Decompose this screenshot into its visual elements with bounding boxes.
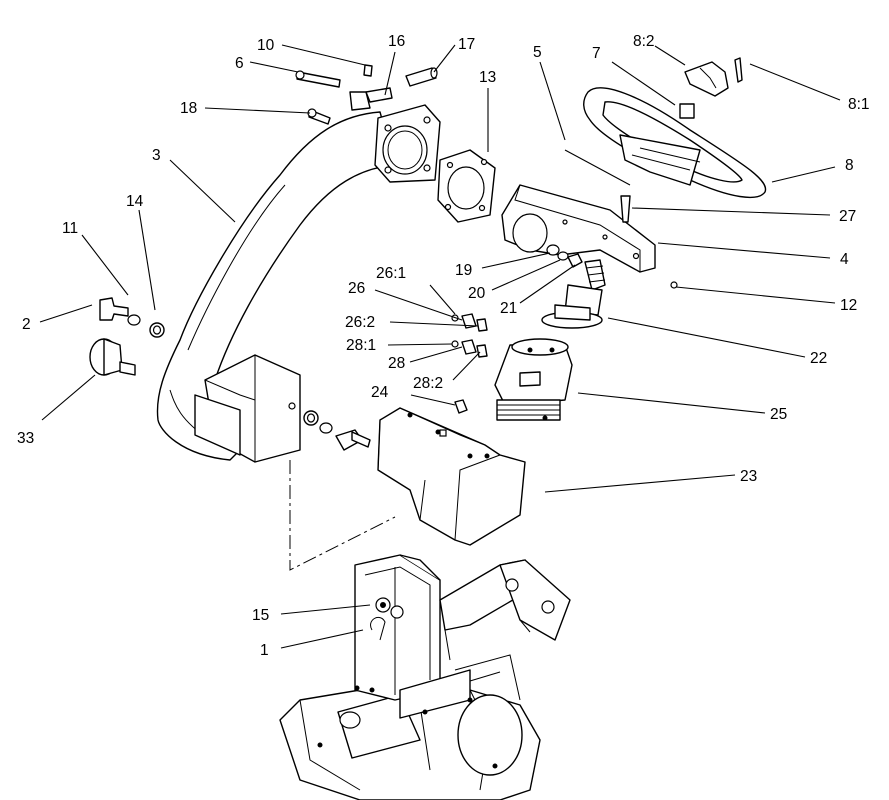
wheel-cap bbox=[684, 61, 729, 97]
callout-21: 21 bbox=[500, 300, 517, 317]
callout-3: 3 bbox=[152, 147, 161, 164]
callout-25: 25 bbox=[770, 406, 787, 423]
callout-28-1: 28:1 bbox=[346, 337, 376, 354]
tube-bolt-set bbox=[303, 410, 371, 451]
callout-12: 12 bbox=[840, 297, 857, 314]
screw-12 bbox=[670, 281, 678, 289]
callout-23: 23 bbox=[740, 468, 757, 485]
washer-20 bbox=[557, 251, 569, 261]
callout-13: 13 bbox=[479, 69, 496, 86]
callout-24: 24 bbox=[371, 384, 389, 401]
callout-20: 20 bbox=[468, 285, 486, 302]
main-tube bbox=[156, 111, 396, 463]
steering-column bbox=[541, 259, 606, 329]
callout-labels: 10 6 16 17 18 3 13 5 7 8:2 8:1 8 27 4 12… bbox=[17, 33, 870, 659]
steering-wheel bbox=[583, 87, 767, 198]
assembly-guide-line bbox=[289, 460, 396, 571]
callout-5: 5 bbox=[533, 44, 542, 61]
bottom-cover bbox=[377, 399, 526, 546]
bolt-27 bbox=[620, 195, 631, 223]
callout-18: 18 bbox=[180, 100, 197, 117]
leader-lines bbox=[39, 44, 841, 649]
callout-1: 1 bbox=[260, 642, 269, 659]
cap-screw bbox=[734, 57, 743, 83]
top-hardware bbox=[295, 64, 438, 125]
callout-16: 16 bbox=[388, 33, 405, 50]
callout-2: 2 bbox=[22, 316, 31, 333]
nut-21 bbox=[567, 253, 583, 268]
callout-8-1: 8:1 bbox=[848, 96, 870, 113]
frame-assembly bbox=[279, 554, 571, 800]
callout-7: 7 bbox=[592, 45, 601, 62]
callout-11: 11 bbox=[62, 220, 78, 237]
fittings bbox=[451, 313, 488, 358]
callout-26-1: 26:1 bbox=[376, 265, 406, 282]
callout-26: 26 bbox=[348, 280, 365, 297]
steering-valve bbox=[494, 338, 573, 421]
callout-28: 28 bbox=[388, 355, 405, 372]
callout-26-2: 26:2 bbox=[345, 314, 375, 331]
tube-top-plate bbox=[374, 104, 441, 183]
callout-17: 17 bbox=[458, 36, 475, 53]
callout-19: 19 bbox=[455, 262, 472, 279]
callout-15: 15 bbox=[252, 607, 269, 624]
callout-10: 10 bbox=[257, 37, 275, 54]
washer-19 bbox=[546, 244, 560, 256]
callout-33: 33 bbox=[17, 430, 34, 447]
callout-4: 4 bbox=[840, 251, 849, 268]
column-bracket bbox=[501, 184, 656, 273]
callout-6: 6 bbox=[235, 55, 244, 72]
callout-8-2: 8:2 bbox=[633, 33, 655, 50]
callout-27: 27 bbox=[839, 208, 856, 225]
callout-28-2: 28:2 bbox=[413, 375, 443, 392]
callout-22: 22 bbox=[810, 350, 827, 367]
left-hardware bbox=[89, 297, 165, 376]
callout-8: 8 bbox=[845, 157, 854, 174]
gasket-plate bbox=[437, 149, 496, 223]
callout-14: 14 bbox=[126, 193, 144, 210]
